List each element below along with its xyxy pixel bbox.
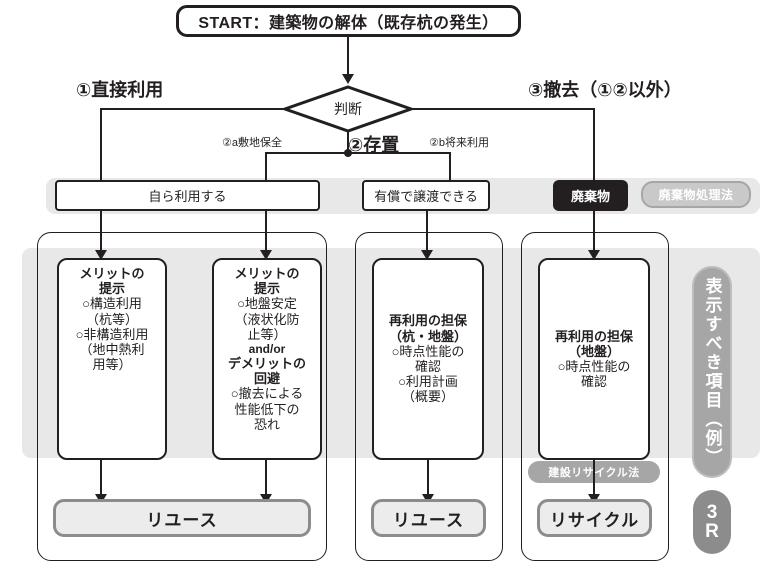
detail-line: （概要） bbox=[401, 389, 454, 405]
box-paid-transfer-label: 有償で譲渡できる bbox=[374, 189, 478, 204]
detail-line: 提示 bbox=[98, 281, 125, 297]
detail-line: （液状化防 bbox=[234, 311, 300, 327]
connector-start-to-decision bbox=[347, 37, 349, 76]
detail-line: メリットの bbox=[234, 266, 300, 281]
arrow-start-to-decision bbox=[342, 74, 354, 84]
detail-line: 再利用の担保 bbox=[554, 328, 633, 344]
detail-line: （杭・地盤） bbox=[388, 328, 467, 344]
branch-left-text: ①直接利用 bbox=[76, 80, 164, 100]
branch-label-right: ③撤去（①②以外） bbox=[528, 76, 768, 102]
pill-display-items: 表示すべき項目（例） bbox=[692, 266, 732, 478]
connector-decision-right bbox=[411, 108, 595, 110]
detail-line: （杭等） bbox=[85, 311, 138, 327]
branch-label-middle: ②存置 bbox=[348, 131, 468, 155]
pill-waste-disposal-law: 廃棄物処理法 bbox=[641, 181, 751, 208]
detail-line: （地中熱利 bbox=[79, 342, 145, 358]
group-container-right bbox=[521, 232, 669, 561]
decision-diamond: 判断 bbox=[280, 85, 416, 133]
detail-line: 用等） bbox=[92, 357, 132, 373]
box-self-use-label: 自ら利用する bbox=[148, 189, 227, 204]
detail-box-reuse-guarantee-pile-ground: 再利用の担保 （杭・地盤） ○時点性能の 確認 ○利用計画 （概要） bbox=[372, 258, 484, 460]
detail-line: ○構造利用 bbox=[82, 296, 142, 312]
connector-guarantee-to-recycle bbox=[593, 460, 595, 498]
detail-line: ○地盤安定 bbox=[237, 296, 297, 312]
result-reuse-left: リユース bbox=[53, 499, 311, 537]
detail-line: 確認 bbox=[580, 374, 607, 390]
branch-right-text: ③撤去（①②以外） bbox=[528, 80, 682, 100]
branch-label-left: ①直接利用 bbox=[76, 76, 266, 102]
branch-sublabel-2a: ②a敷地保全 bbox=[222, 133, 342, 151]
start-label: START：建築物の解体（既存杭の発生） bbox=[198, 15, 499, 32]
detail-line: 止等） bbox=[247, 326, 287, 342]
branch-middle-text: ②存置 bbox=[348, 135, 400, 155]
branch-2b-text: ②b将来利用 bbox=[429, 137, 489, 149]
decision-label: 判断 bbox=[334, 101, 362, 117]
branch-2a-text: ②a敷地保全 bbox=[222, 137, 282, 149]
detail-line: ○利用計画 bbox=[398, 374, 458, 390]
detail-line: メリットの bbox=[79, 266, 145, 281]
detail-line: 性能低下の bbox=[234, 401, 300, 417]
result-reuse-middle: リユース bbox=[371, 499, 486, 537]
detail-line: ○撤去による bbox=[230, 386, 304, 402]
result-recycle-right-label: リサイクル bbox=[549, 510, 640, 530]
badge-three-r-bottom: R bbox=[705, 521, 719, 542]
arrow-paid-to-guarantee bbox=[421, 250, 433, 260]
arrow-selfuse-to-merit2 bbox=[260, 250, 272, 260]
chip-waste-label: 廃棄物 bbox=[570, 189, 610, 204]
detail-box-merit-structural: メリットの 提示 ○構造利用 （杭等） ○非構造利用 （地中熱利 用等） bbox=[57, 258, 167, 460]
connector-merit2-to-reuse bbox=[265, 460, 267, 498]
chip-waste: 廃棄物 bbox=[553, 180, 628, 211]
pill-display-items-label: 表示すべき項目（例） bbox=[702, 277, 722, 467]
detail-line: ○時点性能の bbox=[557, 359, 631, 374]
branch-sublabel-2b: ②b将来利用 bbox=[429, 133, 549, 151]
detail-box-merit-ground: メリットの 提示 ○地盤安定 （液状化防 止等） and/or デメリットの 回… bbox=[212, 258, 322, 460]
arrow-selfuse-to-merit1 bbox=[95, 250, 107, 260]
connector-middle-split bbox=[265, 152, 451, 154]
detail-line: 確認 bbox=[414, 359, 441, 374]
connector-merit1-to-reuse bbox=[100, 460, 102, 498]
box-paid-transfer: 有償で譲渡できる bbox=[362, 180, 490, 211]
connector-guarantee-to-reuse bbox=[427, 460, 429, 498]
connector-right-down bbox=[593, 108, 595, 180]
connector-middle-left-down bbox=[265, 152, 267, 180]
detail-line: 回避 bbox=[253, 371, 280, 387]
arrow-waste-to-guarantee bbox=[588, 250, 600, 260]
connector-left-down bbox=[100, 108, 102, 180]
detail-line: ○時点性能の bbox=[391, 343, 465, 359]
detail-box-reuse-guarantee-ground: 再利用の担保 （地盤） ○時点性能の 確認 bbox=[538, 258, 650, 460]
detail-line: 提示 bbox=[253, 281, 280, 297]
connector-decision-middle bbox=[347, 131, 349, 153]
detail-line: and/or bbox=[248, 342, 286, 357]
group-container-middle bbox=[355, 232, 503, 561]
connector-middle-right-down bbox=[449, 152, 451, 180]
detail-line: 恐れ bbox=[253, 416, 280, 432]
badge-three-r-top: 3 bbox=[706, 502, 718, 523]
badge-three-r: 3 R bbox=[693, 490, 731, 554]
result-reuse-left-label: リユース bbox=[146, 510, 218, 530]
box-self-use: 自ら利用する bbox=[55, 180, 320, 211]
detail-line: ○非構造利用 bbox=[75, 326, 149, 342]
group-container-left bbox=[37, 232, 327, 561]
result-reuse-middle-label: リユース bbox=[392, 510, 465, 530]
detail-line: 再利用の担保 bbox=[388, 313, 467, 329]
result-recycle-right: リサイクル bbox=[537, 499, 652, 537]
pill-waste-disposal-law-label: 廃棄物処理法 bbox=[658, 188, 734, 202]
connector-decision-left bbox=[100, 108, 285, 110]
detail-line: （地盤） bbox=[567, 343, 620, 359]
detail-line: デメリットの bbox=[227, 356, 306, 372]
start-terminator: START：建築物の解体（既存杭の発生） bbox=[176, 5, 521, 37]
